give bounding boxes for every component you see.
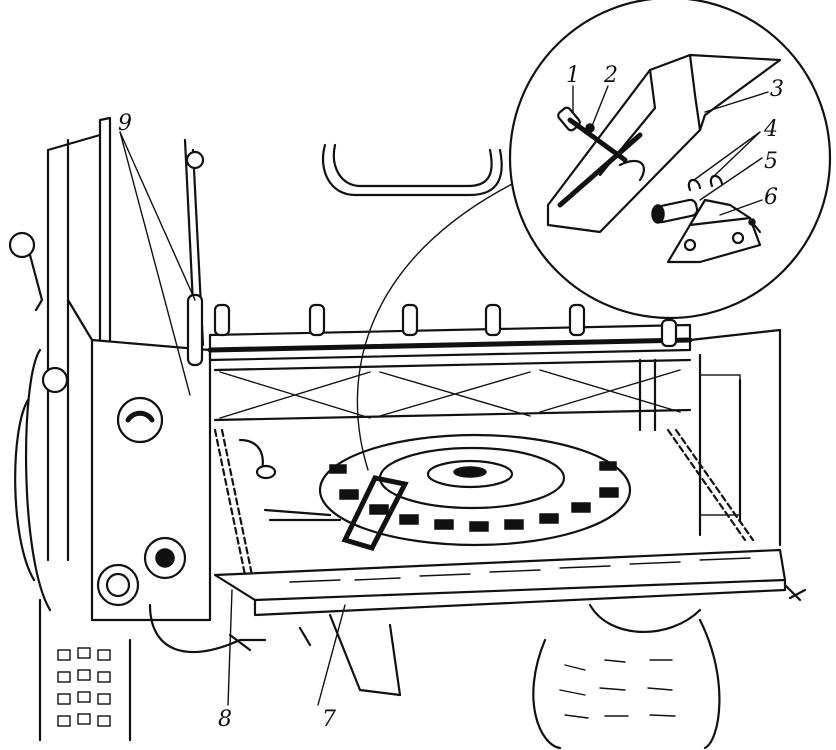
bracket-icon xyxy=(546,53,782,234)
callout-5: 5 xyxy=(764,149,778,174)
pivot-pin xyxy=(651,198,699,224)
left-fittings xyxy=(8,231,187,607)
right-rear-wheel xyxy=(532,618,721,750)
callout-6: 6 xyxy=(764,185,778,210)
callout-7: 7 xyxy=(322,707,336,732)
callout-labels: 1 2 3 4 5 6 7 8 9 xyxy=(118,63,784,732)
tailgate xyxy=(213,548,807,617)
callout-9: 9 xyxy=(118,111,132,136)
spare-tire-tread xyxy=(329,461,619,532)
left-tire-tread xyxy=(57,647,111,727)
callout-leaders xyxy=(119,85,769,706)
callout-2: 2 xyxy=(603,63,618,88)
callout-1: 1 xyxy=(566,63,580,88)
hinge-bracket xyxy=(666,198,762,264)
left-rear-wheel xyxy=(38,598,132,742)
hinge-pin-icon xyxy=(557,106,628,163)
detail-inset xyxy=(508,0,832,320)
callout-3: 3 xyxy=(770,77,784,102)
tailgate-chains xyxy=(213,428,755,577)
tail-lamp xyxy=(116,396,164,444)
bed-bracing xyxy=(213,358,692,432)
tent-bows xyxy=(183,138,503,367)
tarp-hooks xyxy=(213,303,678,348)
spare-tire-icon xyxy=(318,433,632,551)
side-strap-loop xyxy=(186,293,204,367)
tire-strap xyxy=(341,475,409,551)
underbody xyxy=(148,603,702,697)
rear-panel xyxy=(207,303,782,547)
callout-8: 8 xyxy=(218,707,232,732)
side-knob xyxy=(8,231,36,259)
callout-4: 4 xyxy=(763,117,778,142)
detail-leader-line xyxy=(356,179,521,471)
side-reflector xyxy=(41,366,69,394)
